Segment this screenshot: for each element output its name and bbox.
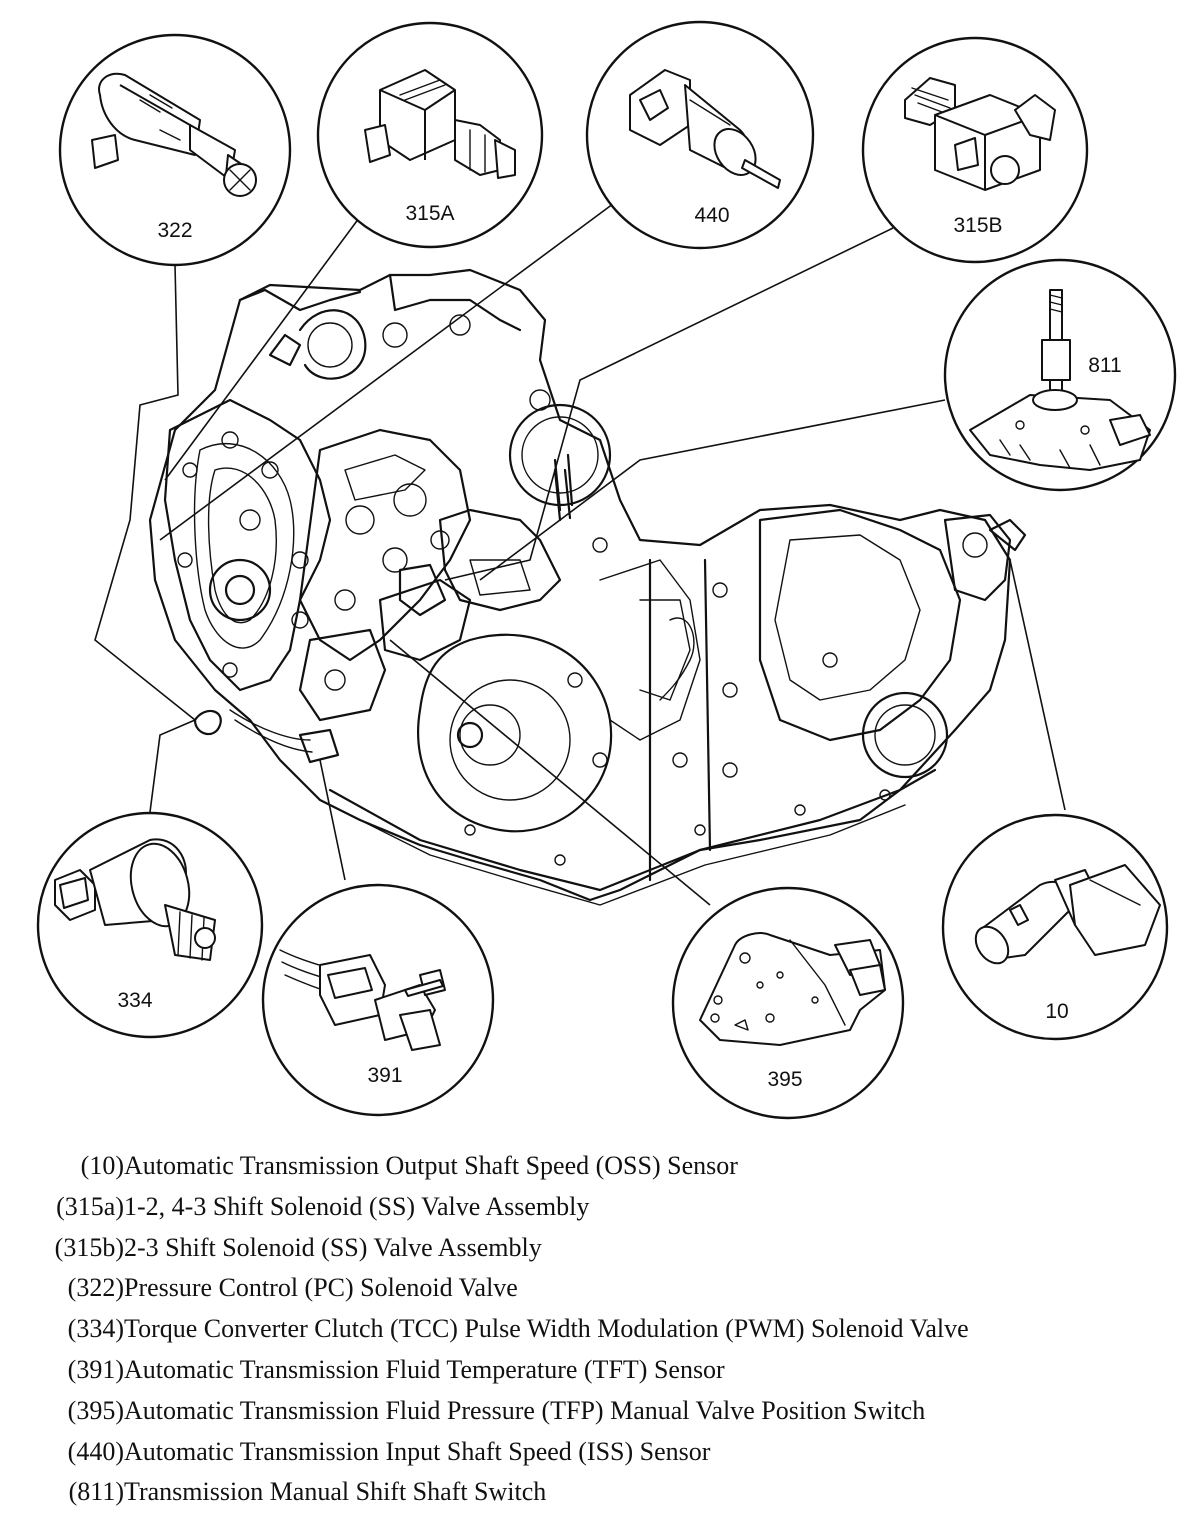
legend-code: (10) <box>80 1151 124 1180</box>
callout-440-label: 440 <box>694 204 729 227</box>
legend-row: (334) Torque Converter Clutch (TCC) Puls… <box>28 1309 1178 1350</box>
shift-solenoid-b-icon <box>904 77 1056 191</box>
legend-code: (315a) <box>56 1191 124 1221</box>
legend-code: (440) <box>67 1436 124 1466</box>
callout-10: 10 <box>941 813 1169 1041</box>
legend-code: (315b) <box>54 1232 124 1262</box>
legend-description: 1-2, 4-3 Shift Solenoid (SS) Valve Assem… <box>124 1191 590 1221</box>
callout-322: 322 <box>58 33 292 267</box>
legend-description: Automatic Transmission Output Shaft Spee… <box>124 1151 738 1180</box>
legend-code: (811) <box>68 1477 124 1507</box>
callout-315a: 315A <box>316 21 544 249</box>
legend-code: (322) <box>67 1273 124 1303</box>
legend-description: Torque Converter Clutch (TCC) Pulse Widt… <box>124 1314 969 1344</box>
pressure-control-solenoid-icon <box>91 72 257 197</box>
legend-row: (395) Automatic Transmission Fluid Press… <box>28 1391 1178 1432</box>
legend-row: (322) Pressure Control (PC) Solenoid Val… <box>28 1268 1178 1309</box>
legend-row: (440) Automatic Transmission Input Shaft… <box>28 1432 1178 1473</box>
legend-description: Transmission Manual Shift Shaft Switch <box>124 1477 547 1507</box>
callout-315b-label: 315B <box>953 214 1002 237</box>
callout-322-label: 322 <box>157 219 192 242</box>
leader-lines <box>94 194 1066 906</box>
transmission-diagram: 322 315A 440 <box>36 20 1177 1120</box>
input-shaft-speed-sensor-icon <box>629 69 781 189</box>
callout-315b: 315B <box>861 36 1089 264</box>
legend-description: Automatic Transmission Fluid Temperature… <box>124 1354 725 1384</box>
callout-334-label: 334 <box>117 989 152 1012</box>
legend-description: Pressure Control (PC) Solenoid Valve <box>124 1273 518 1303</box>
parts-legend: (10) Automatic Transmission Output Shaft… <box>28 1146 1178 1513</box>
callout-811: 811 <box>943 258 1177 492</box>
legend-code: (391) <box>67 1354 124 1384</box>
legend-code: (395) <box>67 1395 124 1425</box>
output-shaft-speed-sensor-icon <box>974 864 1161 965</box>
fluid-pressure-switch-icon <box>699 932 886 1046</box>
callout-334: 334 <box>36 811 264 1039</box>
shift-solenoid-a-icon <box>364 69 516 179</box>
callout-811-label: 811 <box>1088 354 1121 377</box>
callout-315a-label: 315A <box>405 202 454 225</box>
legend-code: (334) <box>67 1314 124 1344</box>
callout-395-label: 395 <box>767 1068 802 1091</box>
tcc-pwm-solenoid-icon <box>54 838 216 961</box>
transmission-illustration <box>148 268 1027 906</box>
legend-row: (315b) 2-3 Shift Solenoid (SS) Valve Ass… <box>28 1228 1178 1269</box>
legend-row: (315a) 1-2, 4-3 Shift Solenoid (SS) Valv… <box>28 1187 1178 1228</box>
legend-description: Automatic Transmission Fluid Pressure (T… <box>124 1395 926 1425</box>
callout-391-label: 391 <box>367 1064 402 1087</box>
legend-row: (391) Automatic Transmission Fluid Tempe… <box>28 1350 1178 1391</box>
callout-391: 391 <box>261 883 495 1117</box>
legend-row: (811) Transmission Manual Shift Shaft Sw… <box>28 1472 1178 1513</box>
legend-row: (10) Automatic Transmission Output Shaft… <box>28 1146 1178 1187</box>
legend-description: Automatic Transmission Input Shaft Speed… <box>124 1436 711 1466</box>
legend-description: 2-3 Shift Solenoid (SS) Valve Assembly <box>124 1232 542 1262</box>
manual-shift-shaft-switch-icon <box>969 289 1151 471</box>
fluid-temperature-sensor-icon <box>279 949 446 1051</box>
callout-10-label: 10 <box>1045 1000 1068 1023</box>
callout-395: 395 <box>671 886 905 1120</box>
callout-440: 440 <box>585 20 815 250</box>
